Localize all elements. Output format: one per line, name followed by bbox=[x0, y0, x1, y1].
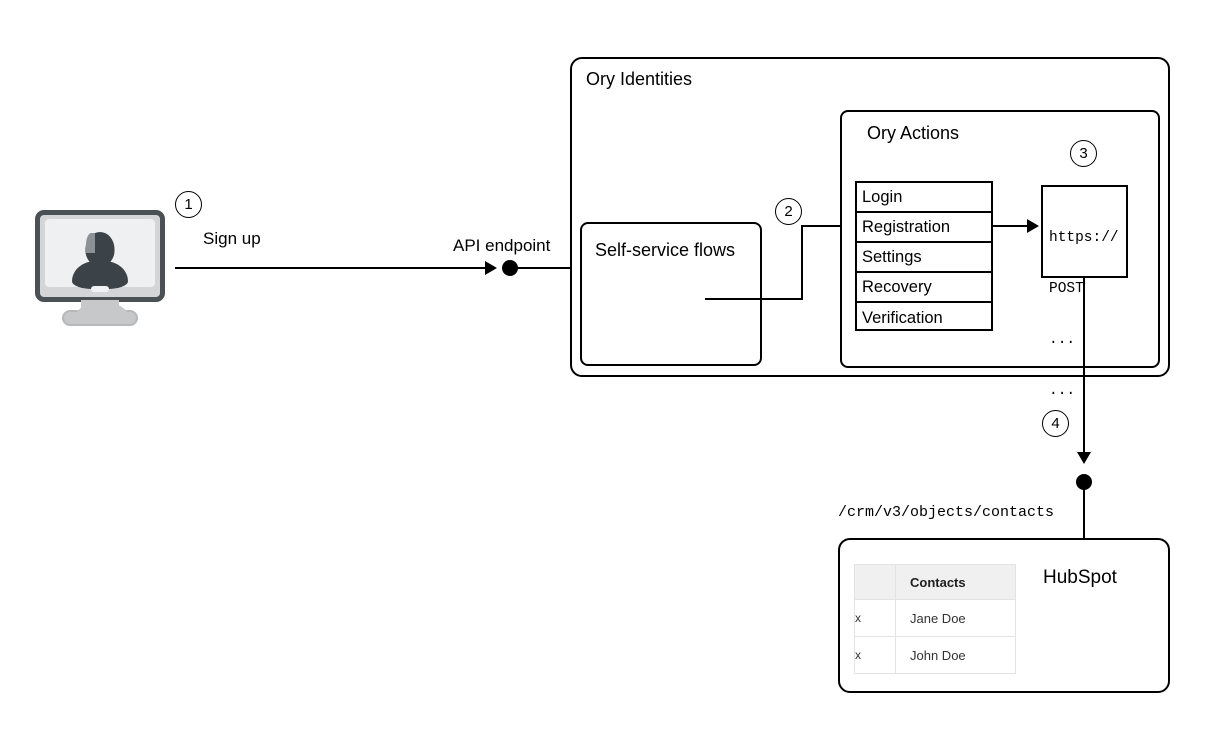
monitor-screen bbox=[45, 219, 155, 289]
api-endpoint-label: API endpoint bbox=[453, 236, 551, 255]
contacts-table-wrapper: Contacts x Jane Doe x John Doe bbox=[854, 564, 1016, 674]
table-header-row: Contacts bbox=[854, 564, 1016, 600]
self-service-flows-box bbox=[580, 222, 762, 366]
connector-webhook-arrowhead bbox=[1077, 452, 1091, 464]
self-service-flows-title: Self-service flows bbox=[595, 240, 736, 260]
connector-endpoint-to-identities bbox=[516, 267, 574, 270]
flow-row-registration[interactable]: Registration bbox=[857, 213, 991, 243]
hubspot-endpoint-dot bbox=[1076, 474, 1092, 490]
row-name-john-doe: John Doe bbox=[895, 636, 1016, 674]
flow-list: Login Registration Settings Recovery Ver… bbox=[855, 181, 993, 331]
connector-dot-to-hubspot bbox=[1083, 488, 1086, 540]
api-endpoint-dot bbox=[502, 260, 518, 276]
table-header-select bbox=[854, 564, 896, 600]
step-badge-4: 4 bbox=[1042, 410, 1069, 437]
monitor-user-icon bbox=[35, 210, 165, 326]
connector-registration-to-webhook bbox=[993, 225, 1028, 228]
flow-row-verification[interactable]: Verification bbox=[862, 308, 943, 327]
row-select-jane-doe[interactable]: x bbox=[854, 599, 896, 637]
connector-registration-arrowhead bbox=[1027, 219, 1039, 233]
connector-signup-line bbox=[175, 267, 485, 270]
flow-row-settings[interactable]: Settings bbox=[857, 243, 991, 273]
contacts-table: Contacts x Jane Doe x John Doe bbox=[854, 564, 1016, 674]
table-row[interactable]: x Jane Doe bbox=[854, 599, 1016, 637]
row-name-jane-doe: Jane Doe bbox=[895, 599, 1016, 637]
step-badge-2: 2 bbox=[775, 198, 802, 225]
ory-identities-title: Ory Identities bbox=[586, 69, 693, 89]
connector-flows-h1 bbox=[705, 298, 803, 301]
connector-signup-arrowhead bbox=[485, 261, 497, 275]
webhook-code-box: https:// POST ... ... bbox=[1041, 185, 1128, 399]
webhook-code-line-1: https:// bbox=[1049, 230, 1119, 246]
row-select-john-doe[interactable]: x bbox=[854, 636, 896, 674]
webhook-code-line-2: POST bbox=[1049, 281, 1084, 297]
monitor-frame bbox=[35, 210, 165, 302]
hubspot-endpoint-path: /crm/v3/objects/contacts bbox=[838, 504, 1055, 521]
flow-row-recovery[interactable]: Recovery bbox=[857, 273, 991, 303]
ory-actions-title: Ory Actions bbox=[867, 123, 960, 143]
hubspot-title: HubSpot bbox=[1043, 567, 1117, 588]
monitor-base bbox=[62, 302, 138, 326]
connector-flows-h2 bbox=[801, 225, 843, 228]
connector-webhook-to-hubspot-v bbox=[1083, 278, 1086, 456]
webhook-code-line-3: ... bbox=[1049, 332, 1076, 348]
person-body bbox=[72, 261, 128, 289]
step-badge-1: 1 bbox=[175, 191, 202, 218]
table-row[interactable]: x John Doe bbox=[854, 636, 1016, 674]
step-badge-3: 3 bbox=[1070, 140, 1097, 167]
edge-label-sign-up: Sign up bbox=[203, 229, 261, 248]
table-header-contacts: Contacts bbox=[895, 564, 1016, 600]
webhook-code-line-4: ... bbox=[1049, 383, 1076, 399]
person-highlight bbox=[86, 233, 95, 253]
monitor-notch bbox=[91, 286, 109, 292]
flow-row-login[interactable]: Login bbox=[857, 183, 991, 213]
connector-flows-v bbox=[801, 225, 804, 300]
